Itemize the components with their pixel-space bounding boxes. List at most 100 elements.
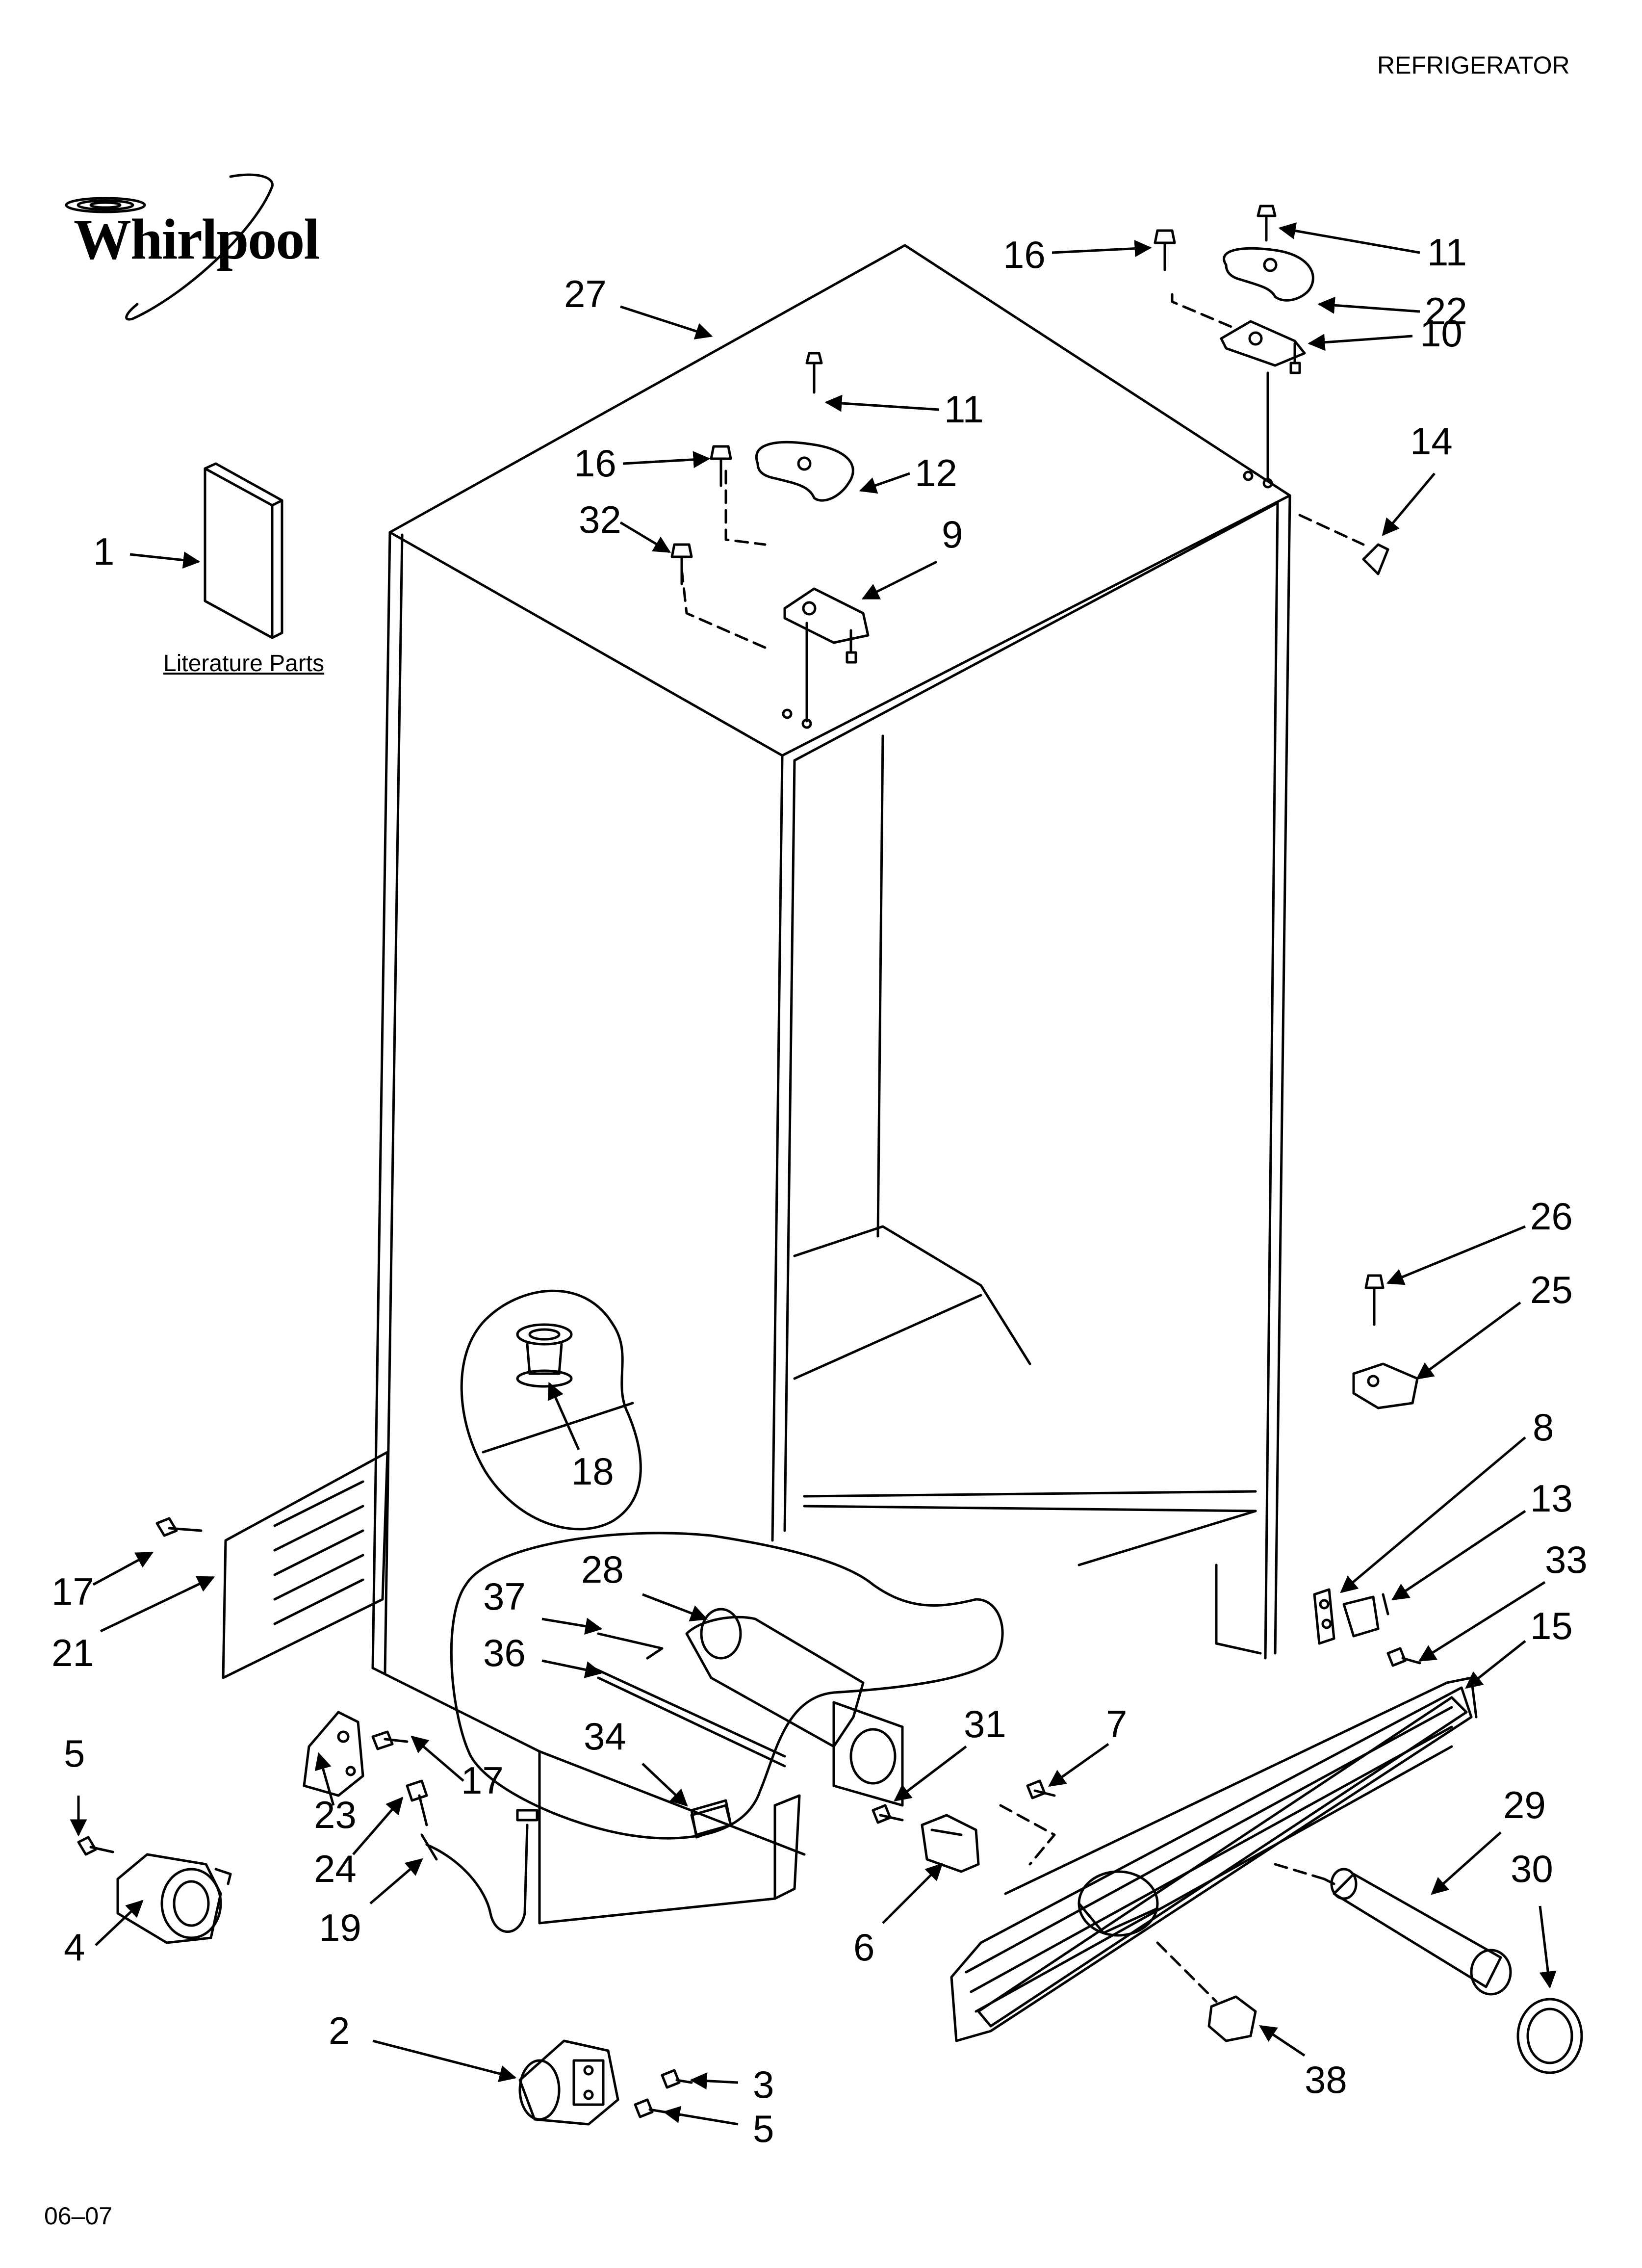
callout-33: 33 — [1545, 1538, 1588, 1581]
leader-5b — [663, 2106, 739, 2126]
callout-9: 9 — [942, 513, 963, 556]
leader-2 — [372, 2039, 517, 2083]
callout-3: 3 — [753, 2063, 774, 2106]
leader-8 — [1340, 1436, 1526, 1593]
bottom-hinge-bracket-icon — [303, 1711, 409, 1797]
screw-icon — [805, 352, 823, 394]
bottom-hinge-icon — [518, 2039, 693, 2126]
callout-23: 23 — [314, 1793, 357, 1836]
callout-34: 34 — [584, 1715, 626, 1758]
leader-13 — [1391, 1510, 1526, 1601]
callout-17a: 17 — [51, 1570, 94, 1613]
callout-21: 21 — [51, 1631, 94, 1674]
callout-27: 27 — [564, 272, 607, 315]
screw-icon — [1257, 205, 1277, 242]
callout-24: 24 — [314, 1847, 357, 1890]
callout-14: 14 — [1410, 419, 1453, 463]
callout-16a: 16 — [574, 442, 616, 485]
leader-23 — [314, 1752, 335, 1806]
filter-cap-icon — [1156, 1941, 1257, 2042]
leader-21 — [100, 1576, 215, 1633]
freezer-top-hinge-icon — [680, 441, 870, 729]
leader-34 — [641, 1763, 688, 1807]
fresh-food-top-hinge-icon — [1171, 247, 1389, 575]
callout-32: 32 — [579, 498, 621, 541]
screw-icon — [872, 1804, 904, 1824]
callout-36: 36 — [483, 1631, 526, 1674]
leader-12 — [859, 472, 910, 494]
callout-30: 30 — [1511, 1847, 1553, 1890]
screw-icon — [710, 445, 732, 487]
callout-38: 38 — [1305, 2058, 1347, 2101]
leader-32 — [619, 521, 671, 553]
callout-22: 22 — [1425, 289, 1467, 333]
hinge-bracket-right-icon — [1313, 1588, 1421, 1667]
leader-4 — [95, 1900, 144, 1946]
leader-6 — [882, 1863, 943, 1924]
callout-37: 37 — [483, 1575, 526, 1618]
callout-15: 15 — [1530, 1604, 1573, 1647]
callout-10: 10 — [1420, 312, 1462, 355]
leader-15 — [1465, 1640, 1526, 1689]
callout-2: 2 — [329, 2009, 350, 2052]
cabinet-body — [371, 244, 1291, 1925]
rear-grille-icon — [222, 1451, 389, 1679]
leader-9 — [861, 560, 938, 600]
door-stop-icon — [1352, 1362, 1419, 1409]
callout-1: 1 — [93, 530, 115, 573]
leader-18 — [547, 1382, 580, 1451]
callout-17b: 17 — [461, 1759, 504, 1802]
leader-19 — [369, 1858, 423, 1904]
leader-31 — [894, 1746, 967, 1802]
screw-icon — [670, 543, 693, 585]
screw-icon — [1364, 1274, 1385, 1326]
leader-30 — [1539, 1905, 1557, 1989]
leader-17b — [410, 1735, 464, 1782]
callout-29: 29 — [1503, 1783, 1546, 1826]
leader-24 — [352, 1797, 404, 1855]
leader-16a — [622, 451, 711, 469]
leader-14 — [1382, 472, 1436, 536]
leader-17a — [92, 1551, 154, 1586]
callout-25: 25 — [1530, 1268, 1573, 1311]
roller-assembly-icon — [77, 1836, 232, 1944]
water-tube-icon — [406, 1779, 539, 1933]
literature-parts-label: Literature Parts — [163, 651, 325, 677]
callout-19: 19 — [319, 1906, 361, 1949]
leader-29 — [1431, 1831, 1502, 1895]
water-filter-icon — [1274, 1863, 1583, 2074]
leader-37 — [541, 1617, 603, 1635]
clip-bracket-icon — [921, 1804, 1056, 1873]
callout-18: 18 — [571, 1450, 614, 1493]
base-grille-icon — [950, 1676, 1478, 2042]
callout-6: 6 — [853, 1926, 875, 1969]
callout-5b: 5 — [753, 2107, 774, 2150]
inset-bubble-valve — [450, 1532, 1004, 1840]
leader-3 — [690, 2072, 739, 2090]
leader-10 — [1308, 334, 1413, 351]
leader-1 — [129, 551, 201, 569]
callout-4: 4 — [64, 1926, 85, 1969]
leader-22 — [1317, 296, 1420, 314]
leader-25 — [1416, 1301, 1521, 1380]
leader-11b — [1278, 222, 1420, 254]
callout-11a: 11 — [944, 388, 984, 431]
screw-icon — [155, 1517, 203, 1537]
callout-16b: 16 — [1003, 233, 1046, 276]
leader-11a — [824, 394, 940, 412]
leader-26 — [1386, 1225, 1526, 1285]
leader-33 — [1418, 1581, 1546, 1662]
callout-13: 13 — [1530, 1477, 1573, 1520]
callout-11b: 11 — [1427, 231, 1467, 274]
leader-7 — [1048, 1743, 1109, 1787]
screw-icon — [1026, 1779, 1056, 1799]
callout-5a: 5 — [64, 1732, 85, 1775]
whirlpool-logo: Whirlpool — [74, 207, 320, 271]
header-title: REFRIGERATOR — [1377, 52, 1570, 79]
callout-8: 8 — [1533, 1406, 1554, 1449]
leader-36 — [541, 1659, 603, 1678]
inset-bubble-18 — [460, 1289, 642, 1531]
footer-code: 06–07 — [44, 2202, 113, 2230]
callout-12: 12 — [915, 451, 957, 495]
